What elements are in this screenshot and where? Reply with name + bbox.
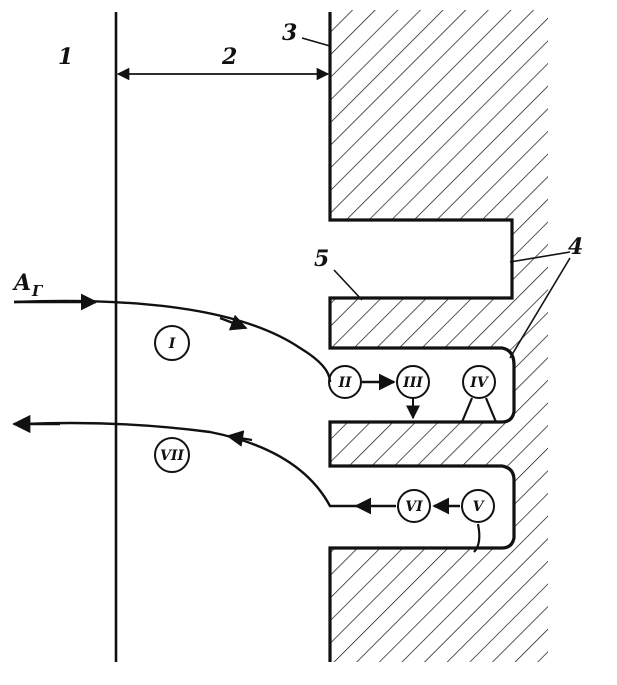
stage-IV: IV [462,365,496,399]
stage-IV-legs [460,397,498,423]
pore-label-4: 4 [568,234,583,260]
svg-text:VII: VII [160,448,184,464]
leader-4a [509,251,571,263]
region-label-1: 1 [58,44,73,70]
leader-5 [333,269,363,301]
solid-body [330,10,548,662]
outgoing-path [23,421,358,508]
pore-label-5: 5 [314,246,329,272]
outgoing-arrow-mid [226,430,253,447]
svg-text:II: II [337,375,352,391]
surface-label-3: 3 [282,20,297,46]
stage-V-hook [473,523,481,553]
incoming-arrow-mid [219,314,248,331]
stage-V: V [461,489,495,523]
region-label-2: 2 [221,44,237,70]
svg-text:VI: VI [405,499,423,515]
svg-text:III: III [402,375,423,391]
gas-symbol: A [12,270,31,296]
gas-subscript: Г [31,282,44,300]
stage-VI: VI [397,489,431,523]
stage-III: III [396,365,430,399]
solid-surface [328,12,516,662]
stage-VII: VII [154,437,190,473]
svg-text:I: I [168,336,176,352]
leader-3 [301,37,331,47]
stage-I: I [154,325,190,361]
svg-text:V: V [473,499,486,515]
stage-II: II [328,365,362,399]
leader-4b [509,257,571,359]
svg-text:IV: IV [469,375,490,391]
incoming-path [13,299,332,383]
